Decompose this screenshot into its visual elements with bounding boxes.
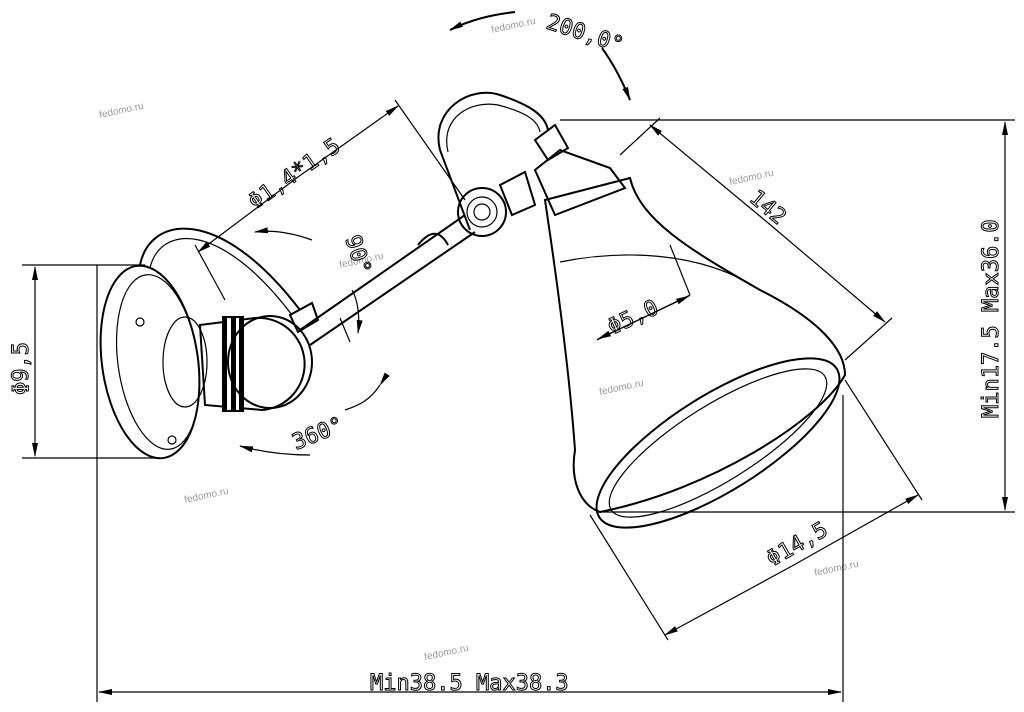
svg-text:fedomo.ru: fedomo.ru xyxy=(813,559,859,579)
tilt-angle-label: 90° xyxy=(339,232,375,278)
swivel-knob xyxy=(198,315,313,412)
shade-diameter-label: Φ14,5 xyxy=(763,517,833,572)
swivel-angle-label: 360° xyxy=(289,413,347,456)
svg-text:fedomo.ru: fedomo.ru xyxy=(490,16,536,36)
lamp-shade xyxy=(533,123,847,529)
arm xyxy=(288,91,549,346)
svg-text:fedomo.ru: fedomo.ru xyxy=(728,168,774,188)
svg-text:fedomo.ru: fedomo.ru xyxy=(423,643,469,663)
shade-length-label: 142 xyxy=(744,185,791,230)
wire xyxy=(139,227,301,311)
wall-plate xyxy=(99,264,208,460)
rotation-angle-label: 200,0° xyxy=(543,10,626,58)
height-label: Min17.5 Max36.0 xyxy=(979,219,1004,418)
svg-text:fedomo.ru: fedomo.ru xyxy=(98,101,144,121)
svg-text:fedomo.ru: fedomo.ru xyxy=(183,486,229,506)
socket-diameter-label: Φ5,0 xyxy=(604,295,663,340)
dimension-labels: 200,0° Φ1,4*1,5 90° Φ9,5 360° 142 Φ5,0 Φ… xyxy=(9,9,1005,696)
svg-text:fedomo.ru: fedomo.ru xyxy=(598,378,644,398)
dimension-lines xyxy=(22,11,1015,702)
projection-label: Min38.5 Max38.3 xyxy=(370,671,569,696)
arm-size-label: Φ1,4*1,5 xyxy=(244,134,345,215)
watermarks: fedomo.ru fedomo.ru fedomo.ru fedomo.ru … xyxy=(98,16,859,663)
base-diameter-label: Φ9,5 xyxy=(9,342,34,395)
